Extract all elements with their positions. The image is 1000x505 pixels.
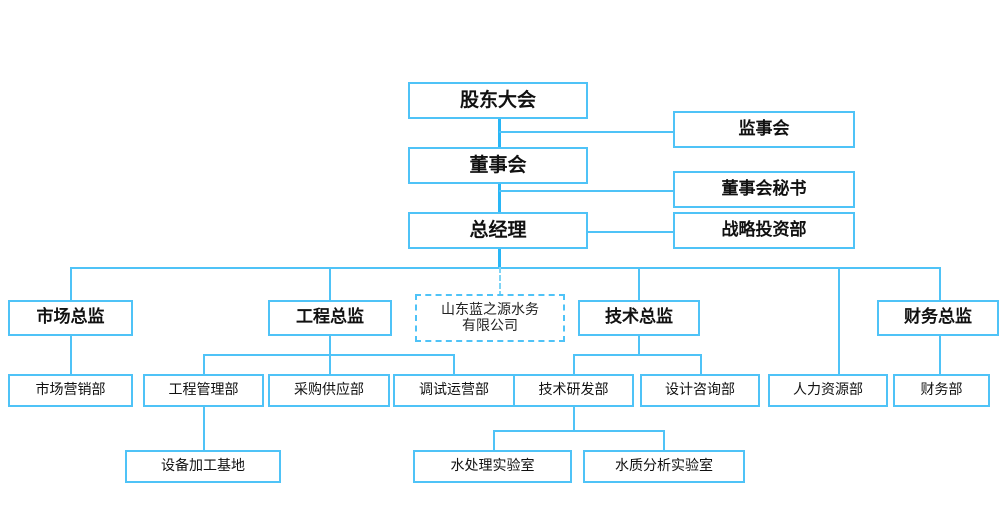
connector-engineering-drop-mgmt [203, 354, 205, 374]
connector-bus-drop-hr [838, 267, 840, 374]
connector-market-to-marketing-dept [70, 335, 72, 374]
connector-rd-stem [573, 406, 575, 430]
connector-engineering-bus [203, 354, 453, 356]
connector-spine-gm-to-bus [498, 248, 501, 268]
connector-finance-to-finance-dept [939, 335, 941, 374]
connector-gm-to-strategic [588, 231, 673, 233]
node-supervisory-board[interactable]: 监事会 [673, 111, 855, 148]
node-design-consulting-dept[interactable]: 设计咨询部 [640, 374, 760, 407]
node-commissioning-ops-dept[interactable]: 调试运营部 [393, 374, 515, 407]
connector-board-to-supervisory [499, 131, 673, 133]
node-engineering-director[interactable]: 工程总监 [268, 300, 392, 336]
node-board-of-directors[interactable]: 董事会 [408, 147, 588, 184]
node-hr-dept[interactable]: 人力资源部 [768, 374, 888, 407]
node-finance-dept[interactable]: 财务部 [893, 374, 990, 407]
node-market-director[interactable]: 市场总监 [8, 300, 133, 336]
connector-spine-board-to-gm [498, 183, 501, 213]
connector-spine-shareholders-to-board [498, 118, 501, 148]
connector-lab-drop-water-quality [663, 430, 665, 450]
node-tech-rd-dept[interactable]: 技术研发部 [513, 374, 634, 407]
node-general-manager[interactable]: 总经理 [408, 212, 588, 249]
node-company-label: 山东蓝之源水务 有限公司 [415, 294, 565, 342]
connector-technical-drop-design [700, 354, 702, 374]
node-strategic-investment-dept[interactable]: 战略投资部 [673, 212, 855, 249]
connector-bus-drop-company-ghost [499, 267, 501, 297]
connector-bus-drop-engineering [329, 267, 331, 301]
node-engineering-mgmt-dept[interactable]: 工程管理部 [143, 374, 264, 407]
connector-labs-bus [493, 430, 665, 432]
node-marketing-dept[interactable]: 市场营销部 [8, 374, 133, 407]
connector-bus-drop-finance [939, 267, 941, 301]
connector-main-bus [70, 267, 941, 269]
node-board-secretary[interactable]: 董事会秘书 [673, 171, 855, 208]
connector-engineering-drop-procurement [329, 354, 331, 374]
node-finance-director[interactable]: 财务总监 [877, 300, 999, 336]
connector-lab-drop-water-treatment [493, 430, 495, 450]
company-label-line-2: 有限公司 [462, 318, 518, 334]
node-water-treatment-lab[interactable]: 水处理实验室 [413, 450, 572, 483]
connector-bus-drop-technical [638, 267, 640, 301]
connector-board-to-secretary [499, 190, 673, 192]
company-label-line-1: 山东蓝之源水务 [441, 301, 539, 318]
connector-technical-bus [573, 354, 701, 356]
connector-engmgmt-to-equipment-base [203, 406, 205, 450]
connector-bus-drop-market [70, 267, 72, 301]
node-technical-director[interactable]: 技术总监 [578, 300, 700, 336]
node-water-quality-lab[interactable]: 水质分析实验室 [583, 450, 745, 483]
connector-engineering-stem [329, 335, 331, 354]
connector-technical-drop-rd [573, 354, 575, 374]
node-shareholders-meeting[interactable]: 股东大会 [408, 82, 588, 119]
connector-technical-stem [638, 335, 640, 354]
node-equipment-base[interactable]: 设备加工基地 [125, 450, 281, 483]
node-procurement-supply-dept[interactable]: 采购供应部 [268, 374, 390, 407]
connector-engineering-drop-commissioning [453, 354, 455, 374]
